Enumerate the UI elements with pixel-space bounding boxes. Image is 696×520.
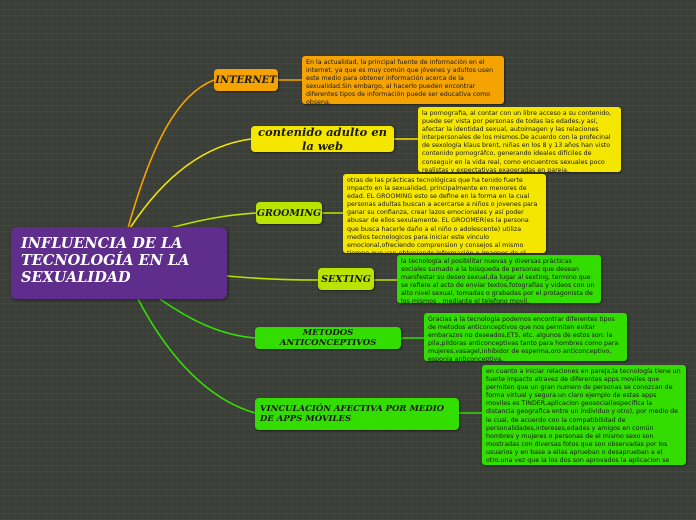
note-text: la tecnología al posibilitar nuevas y di… bbox=[401, 258, 595, 303]
note-text: Gracias a la tecnología podemos encontra… bbox=[428, 316, 619, 361]
topic-contenido-adulto[interactable]: contenido adulto en la web bbox=[251, 125, 394, 153]
topic-label: VINCULACIÓN AFECTIVA POR MEDIO DE APPS M… bbox=[260, 404, 445, 424]
note-text: en cuanto a iniciar relaciones en pareja… bbox=[486, 368, 681, 465]
central-topic[interactable]: INFLUENCIA DE LA TECNOLOGÍA EN LA SEXUAL… bbox=[11, 227, 227, 299]
note-sexting: la tecnología al posibilitar nuevas y di… bbox=[397, 255, 601, 303]
topic-metodos-anticonceptivos[interactable]: METODOS ANTICONCEPTIVOS bbox=[255, 327, 401, 349]
topic-internet[interactable]: INTERNET bbox=[214, 69, 278, 91]
note-text: la pornografia, al contar con un libre a… bbox=[422, 110, 612, 172]
topic-label: contenido adulto en la web bbox=[258, 125, 387, 153]
note-vinculacion-afectiva: en cuanto a iniciar relaciones en pareja… bbox=[482, 365, 686, 465]
topic-label: GROOMING bbox=[256, 207, 322, 219]
note-grooming: otras de las prácticas tecnológicas que … bbox=[343, 174, 546, 253]
note-text: otras de las prácticas tecnológicas que … bbox=[347, 177, 538, 253]
topic-vinculacion-afectiva[interactable]: VINCULACIÓN AFECTIVA POR MEDIO DE APPS M… bbox=[255, 398, 459, 430]
note-contenido-adulto: la pornografia, al contar con un libre a… bbox=[418, 107, 621, 172]
note-internet: En la actualidad, la principal fuente de… bbox=[302, 56, 504, 104]
note-text: En la actualidad, la principal fuente de… bbox=[306, 59, 494, 104]
central-topic-title: INFLUENCIA DE LA TECNOLOGÍA EN LA SEXUAL… bbox=[21, 235, 190, 286]
topic-label: METODOS ANTICONCEPTIVOS bbox=[279, 328, 377, 348]
topic-grooming[interactable]: GROOMING bbox=[256, 202, 322, 224]
topic-sexting[interactable]: SEXTING bbox=[318, 268, 374, 290]
topic-label: INTERNET bbox=[215, 74, 277, 86]
note-metodos-anticonceptivos: Gracias a la tecnología podemos encontra… bbox=[424, 313, 627, 361]
topic-label: SEXTING bbox=[321, 273, 371, 285]
